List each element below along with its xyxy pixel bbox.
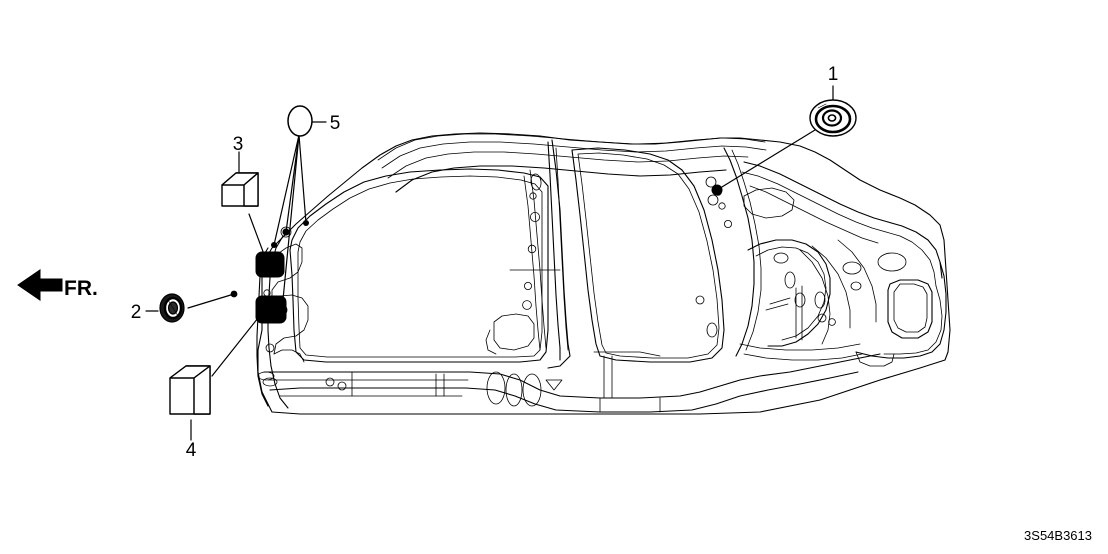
leader-lines	[145, 85, 834, 441]
leader-1	[716, 129, 816, 191]
tall-block-icon	[169, 365, 211, 415]
callout-label-5: 5	[330, 113, 341, 134]
fr-direction-arrow	[17, 269, 63, 301]
left-arrow-icon	[17, 269, 63, 301]
center-pillar	[485, 139, 571, 369]
oval-plug-icon	[287, 105, 313, 137]
cube-block-icon	[221, 172, 259, 207]
rear-door-opening	[571, 147, 725, 363]
callout-label-4: 4	[186, 440, 197, 461]
leader-5c	[273, 134, 300, 246]
ring-grommet-icon	[159, 293, 185, 323]
rear-quarter-panel	[695, 147, 947, 367]
front-door-opening	[289, 168, 549, 363]
leader-5a	[298, 134, 307, 224]
leader-2	[187, 293, 235, 309]
leader-4	[211, 312, 263, 377]
part5-target-dots	[271, 220, 309, 316]
front-pillar-structure	[255, 235, 309, 409]
diagram-id-code: 3S54B3613	[1024, 528, 1092, 543]
round-grommet-icon	[809, 99, 857, 137]
callout-label-3: 3	[233, 134, 244, 155]
body-shell-group	[257, 132, 951, 415]
fr-label: FR.	[64, 277, 98, 300]
part1-target-area	[705, 176, 723, 206]
leader-5d	[281, 134, 300, 311]
callout-label-2: 2	[131, 302, 142, 323]
rocker-panel	[263, 351, 881, 413]
leader-3	[248, 213, 269, 266]
callout-label-1: 1	[828, 64, 839, 85]
